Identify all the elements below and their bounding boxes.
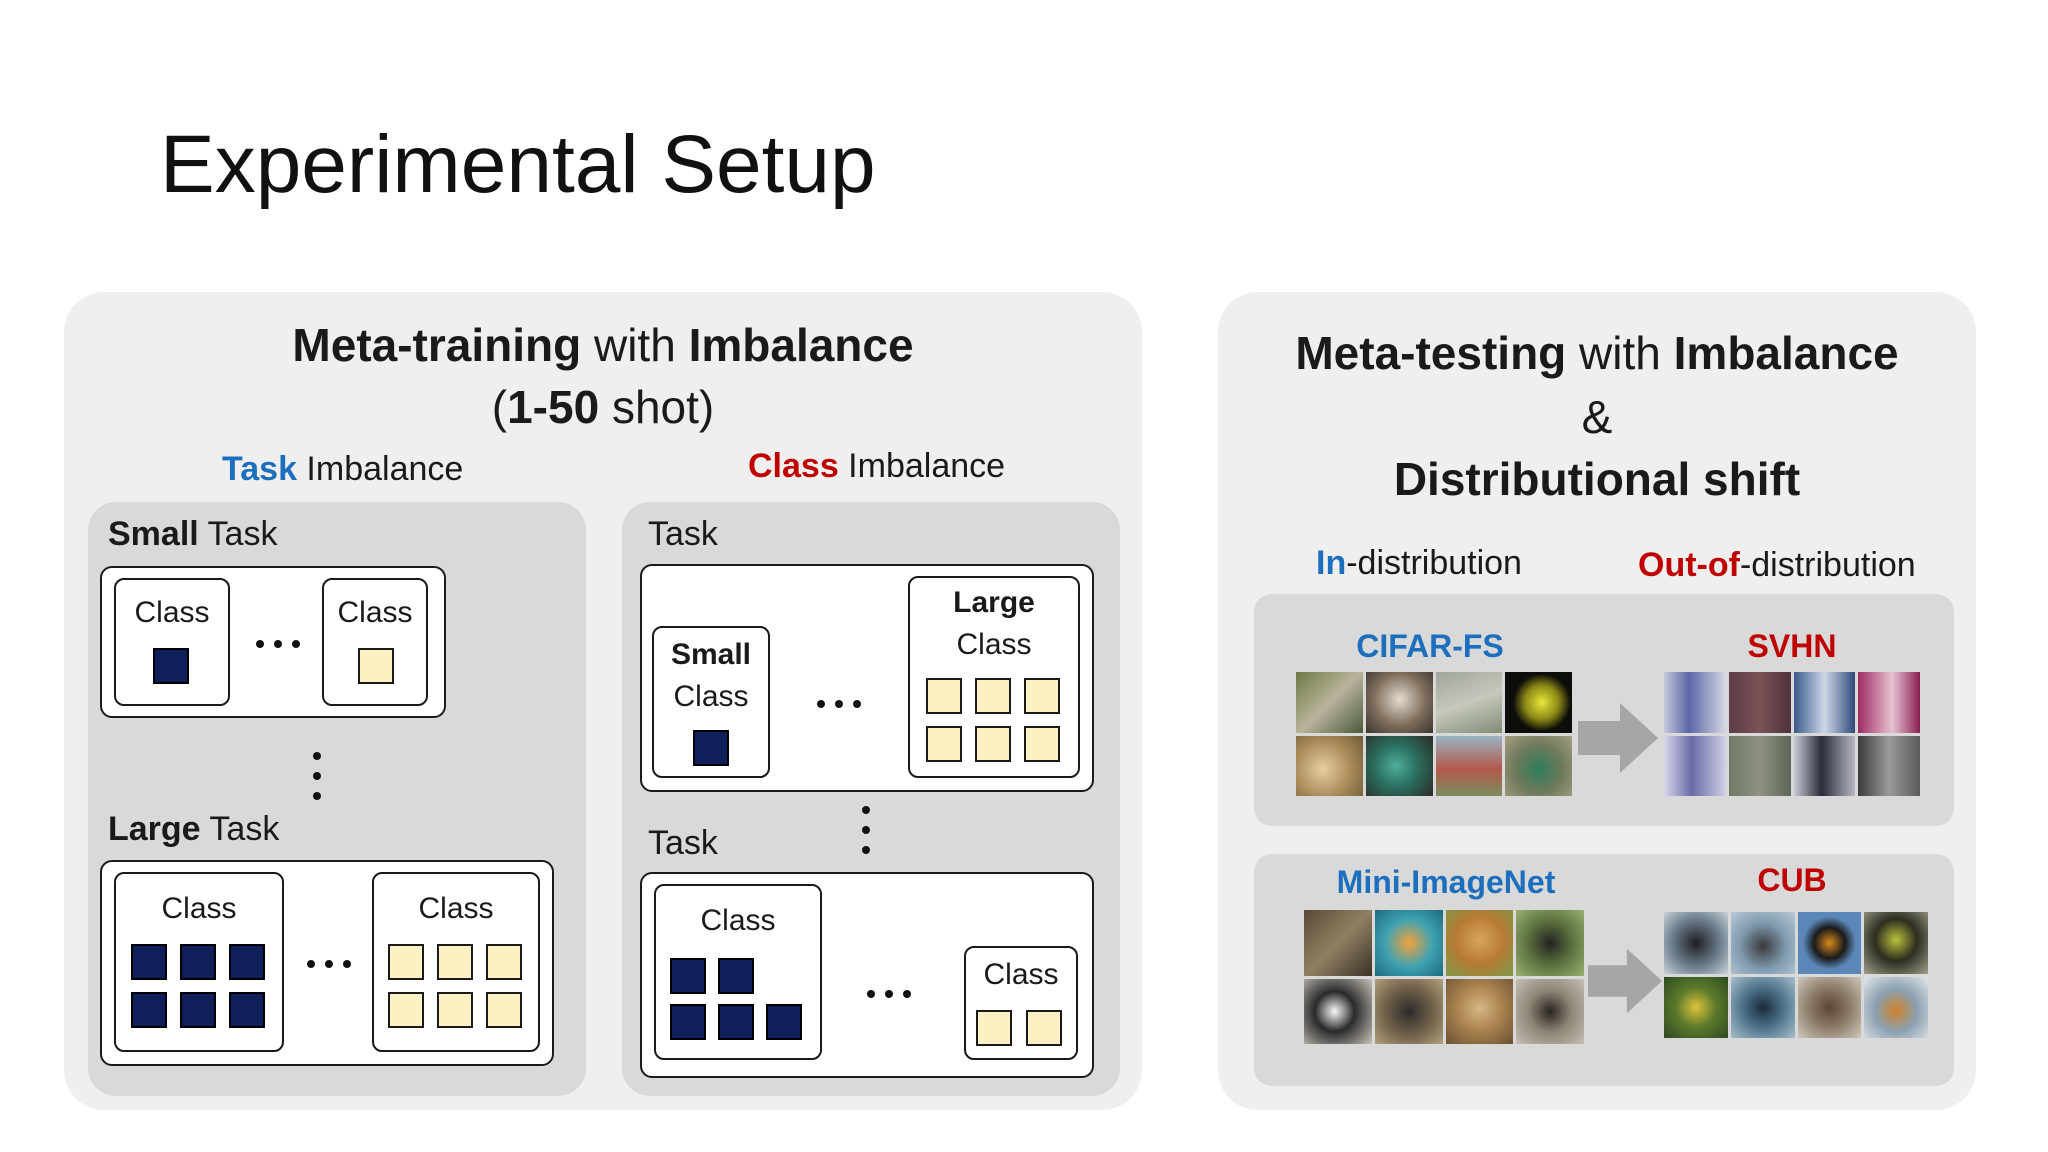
ellipsis-dot <box>343 960 351 968</box>
cub-label: CUB <box>1757 862 1827 898</box>
class-label: Class <box>337 596 413 629</box>
ellipsis-dot <box>274 640 282 648</box>
vertical-dot <box>862 806 870 814</box>
small-label: Small <box>670 638 752 671</box>
vertical-dot <box>862 846 870 854</box>
light-sample <box>486 992 522 1028</box>
class-box <box>322 578 428 706</box>
class-imbalance-label: Class Imbalance <box>748 447 1006 485</box>
ampersand: & <box>1581 391 1613 443</box>
dark-sample <box>718 958 754 994</box>
class-label: Class <box>983 958 1059 991</box>
ellipsis-dot <box>292 640 300 648</box>
dark-sample <box>229 992 265 1028</box>
class-label: Class <box>673 680 749 713</box>
arrow-right-icon <box>1588 948 1662 1014</box>
dark-sample <box>670 1004 706 1040</box>
dark-sample <box>131 992 167 1028</box>
light-sample <box>926 678 962 714</box>
class-label: Class <box>956 628 1032 661</box>
class-label: Class <box>700 904 776 937</box>
light-sample <box>926 726 962 762</box>
dark-sample <box>180 944 216 980</box>
ellipsis-dot <box>885 990 893 998</box>
dark-sample <box>229 944 265 980</box>
mini-imagenet-samples <box>1304 910 1584 1044</box>
ellipsis-dot <box>835 700 843 708</box>
meta-training-heading: Meta-training with Imbalance <box>292 319 914 371</box>
light-sample <box>388 992 424 1028</box>
in-distribution-label: In-distribution <box>1316 544 1522 582</box>
ellipsis-dot <box>307 960 315 968</box>
cifar-fs-label: CIFAR-FS <box>1356 628 1504 664</box>
light-sample <box>1024 726 1060 762</box>
arrow-right-icon <box>1578 703 1658 773</box>
light-sample <box>358 648 394 684</box>
light-sample <box>437 944 473 980</box>
dark-sample <box>670 958 706 994</box>
ellipsis-dot <box>903 990 911 998</box>
ellipsis-dot <box>256 640 264 648</box>
task-label: Task <box>648 824 718 862</box>
dark-sample <box>153 648 189 684</box>
cub-samples <box>1664 912 1928 1038</box>
class-label: Class <box>418 892 494 925</box>
light-sample <box>486 944 522 980</box>
mini-imagenet-label: Mini-ImageNet <box>1336 864 1556 900</box>
dark-sample <box>718 1004 754 1040</box>
class-label: Class <box>134 596 210 629</box>
vertical-dot <box>313 792 321 800</box>
svhn-label: SVHN <box>1747 628 1837 664</box>
large-label: Large <box>953 586 1035 619</box>
light-sample <box>388 944 424 980</box>
class-box <box>114 578 230 706</box>
dark-sample <box>693 730 729 766</box>
light-sample <box>975 678 1011 714</box>
cifar-fs-samples <box>1296 672 1572 796</box>
vertical-dot <box>862 826 870 834</box>
meta-training-subheading: (1-50 shot) <box>491 381 715 433</box>
ellipsis-dot <box>867 990 875 998</box>
light-sample <box>1026 1010 1062 1046</box>
ellipsis-dot <box>817 700 825 708</box>
ellipsis-dot <box>853 700 861 708</box>
ellipsis-dot <box>325 960 333 968</box>
out-of-distribution-label: Out-of-distribution <box>1638 546 1916 584</box>
task-imbalance-label: Task Imbalance <box>222 450 464 488</box>
task-label: Task <box>648 515 718 553</box>
svhn-samples <box>1664 672 1920 796</box>
vertical-dot <box>313 772 321 780</box>
light-sample <box>437 992 473 1028</box>
large-task-label: Large Task <box>108 810 280 848</box>
small-task-label: Small Task <box>108 515 278 553</box>
distributional-shift-heading: Distributional shift <box>1393 453 1801 505</box>
dark-sample <box>766 1004 802 1040</box>
vertical-dot <box>313 752 321 760</box>
meta-testing-heading: Meta-testing with Imbalance <box>1295 327 1899 379</box>
light-sample <box>975 726 1011 762</box>
light-sample <box>1024 678 1060 714</box>
dark-sample <box>180 992 216 1028</box>
page-title: Experimental Setup <box>160 119 876 210</box>
class-label: Class <box>161 892 237 925</box>
light-sample <box>976 1010 1012 1046</box>
dark-sample <box>131 944 167 980</box>
